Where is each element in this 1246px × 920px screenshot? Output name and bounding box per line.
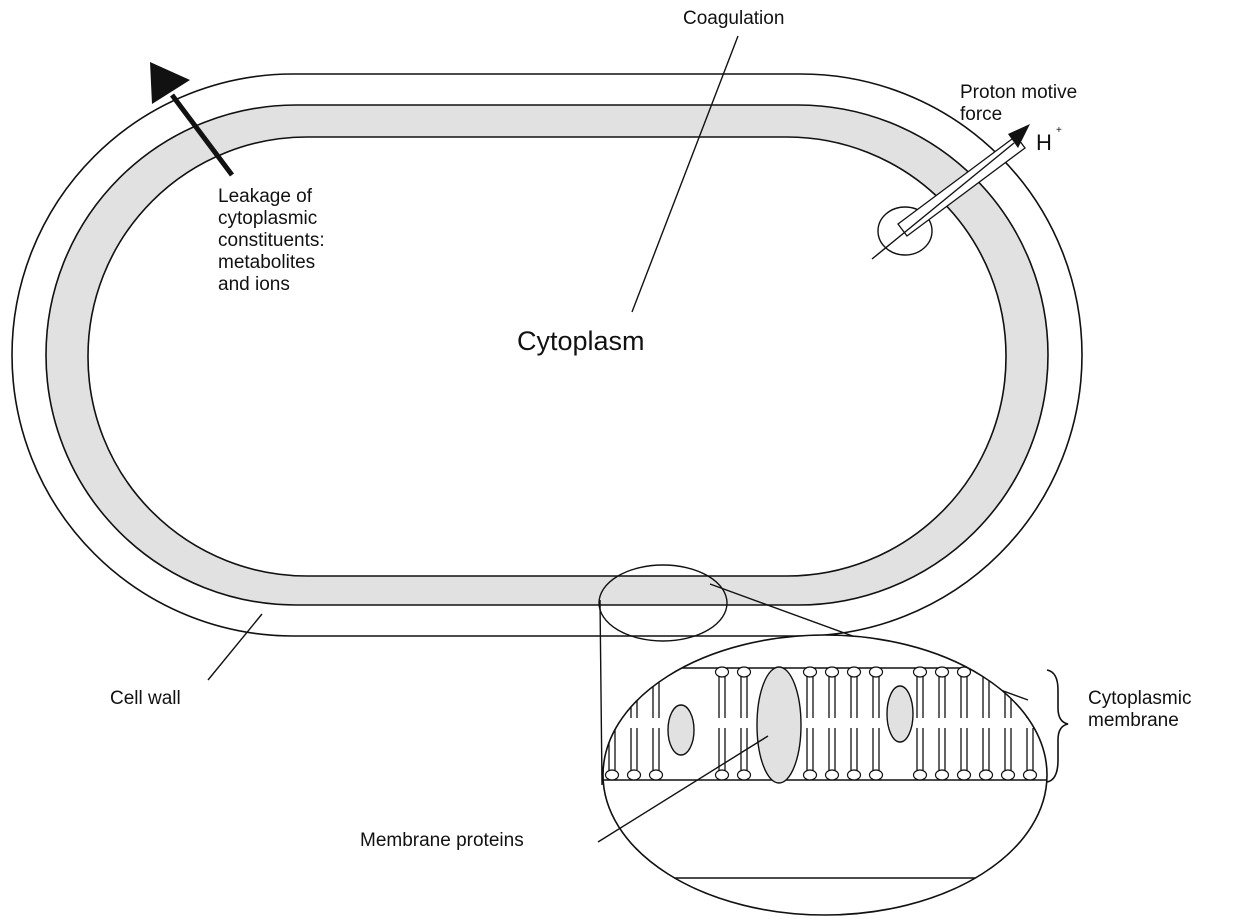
proton-superscript: +: [1056, 126, 1062, 136]
membrane-protein: [757, 667, 801, 783]
proton-motive-force-label: Proton motive force: [960, 82, 1077, 126]
membrane-protein: [668, 705, 694, 755]
membrane-proteins-label: Membrane proteins: [360, 830, 524, 852]
membrane-protein: [887, 686, 913, 742]
cytoplasm-label: Cytoplasm: [517, 326, 645, 356]
cell-wall-label: Cell wall: [110, 688, 181, 710]
leakage-label: Leakage of cytoplasmic constituents: met…: [218, 186, 325, 296]
cytoplasmic-membrane-brace: [1047, 670, 1068, 782]
lipid-top: [606, 667, 619, 718]
proton-symbol-label: H: [1036, 132, 1052, 154]
cytoplasmic-membrane-label: Cytoplasmic membrane: [1088, 688, 1191, 732]
membrane-zoom-view: [600, 635, 1050, 915]
coagulation-label: Coagulation: [683, 8, 784, 30]
lipid-top: [1024, 667, 1037, 718]
